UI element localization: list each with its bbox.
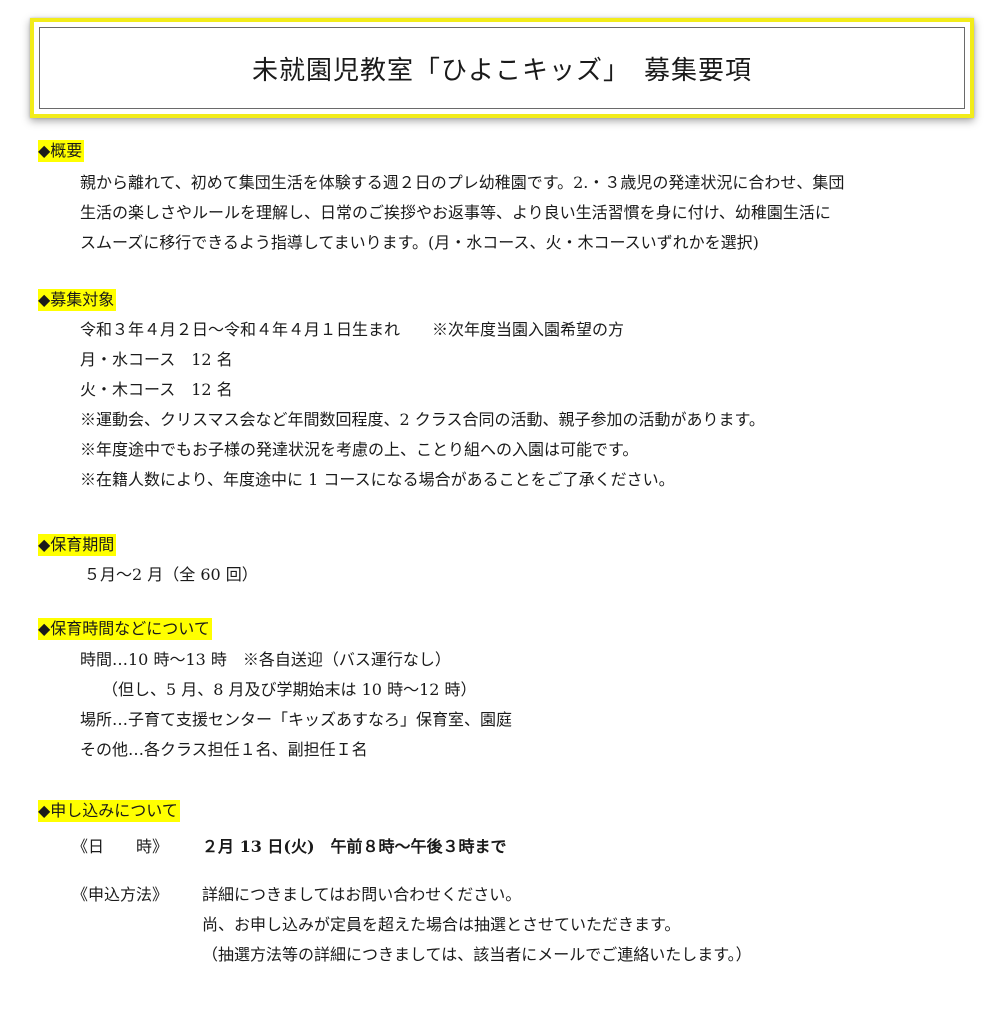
title-inner-border: 未就園児教室「ひよこキッズ」 募集要項 <box>39 27 965 109</box>
title-box: 未就園児教室「ひよこキッズ」 募集要項 <box>30 18 974 118</box>
overview-line: 生活の楽しさやルールを理解し、日常のご挨拶やお返事等、より良い生活習慣を身に付け… <box>80 203 831 222</box>
hours-heading: ◆保育時間などについて <box>38 618 212 640</box>
overview-heading: ◆概要 <box>38 140 85 162</box>
hours-section: ◆保育時間などについて 時間…10 時～13 時 ※各自送迎（バス運行なし） （… <box>38 618 978 765</box>
target-line: ※運動会、クリスマス会など年間数回程度、2 クラス合同の活動、親子参加の活動があ… <box>80 410 765 429</box>
method-line: 尚、お申し込みが定員を超えた場合は抽選とさせていただきます。 <box>202 915 681 934</box>
target-line: 令和３年４月２日～令和４年４月１日生まれ ※次年度当園入園希望の方 <box>80 320 625 339</box>
overview-line: 親から離れて、初めて集団生活を体験する週２日のプレ幼稚園です。2.・３歳児の発達… <box>80 173 845 192</box>
hours-line: 場所…子育て支援センター「キッズあすなろ」保育室、園庭 <box>80 710 513 729</box>
target-line: ※年度途中でもお子様の発達状況を考慮の上、ことり組への入園は可能です。 <box>80 440 639 459</box>
date-label: 《日 時》 <box>72 837 169 856</box>
target-line: 月・水コース 12 名 <box>80 350 233 369</box>
method-line: 詳細につきましてはお問い合わせください。 <box>202 885 522 904</box>
hours-line: （但し、5 月、8 月及び学期始末は 10 時～12 時） <box>102 680 477 699</box>
period-heading: ◆保育期間 <box>38 534 117 556</box>
page-title: 未就園児教室「ひよこキッズ」 募集要項 <box>251 55 752 86</box>
application-date-row: 《日 時》 ２月 13 日(火) 午前８時～午後３時まで <box>38 832 978 862</box>
application-method-row: 《申込方法》 詳細につきましてはお問い合わせください。 尚、お申し込みが定員を超… <box>38 880 978 970</box>
method-label: 《申込方法》 <box>72 885 169 904</box>
target-section: ◆募集対象 令和３年４月２日～令和４年４月１日生まれ ※次年度当園入園希望の方 … <box>38 289 978 495</box>
hours-line: その他…各クラス担任１名、副担任Ｉ名 <box>80 740 368 759</box>
hours-line: 時間…10 時～13 時 ※各自送迎（バス運行なし） <box>80 650 451 669</box>
target-heading: ◆募集対象 <box>38 289 117 311</box>
method-lines: 詳細につきましてはお問い合わせください。 尚、お申し込みが定員を超えた場合は抽選… <box>202 880 752 970</box>
application-heading: ◆申し込みについて <box>38 800 180 822</box>
overview-section: ◆概要 親から離れて、初めて集団生活を体験する週２日のプレ幼稚園です。2.・３歳… <box>38 140 978 258</box>
period-section: ◆保育期間 ５月～2 月（全 60 回） <box>38 534 978 590</box>
target-line: 火・木コース 12 名 <box>80 380 233 399</box>
overview-line: スムーズに移行できるよう指導してまいります。(月・水コース、火・木コースいずれか… <box>80 233 759 252</box>
period-line: ５月～2 月（全 60 回） <box>84 565 258 584</box>
method-line: （抽選方法等の詳細につきましては、該当者にメールでご連絡いたします。） <box>202 945 752 964</box>
date-value: ２月 13 日(火) 午前８時～午後３時まで <box>202 837 507 856</box>
application-section: ◆申し込みについて 《日 時》 ２月 13 日(火) 午前８時～午後３時まで 《… <box>38 800 978 970</box>
target-line: ※在籍人数により、年度途中に 1 コースになる場合があることをご了承ください。 <box>80 470 675 489</box>
